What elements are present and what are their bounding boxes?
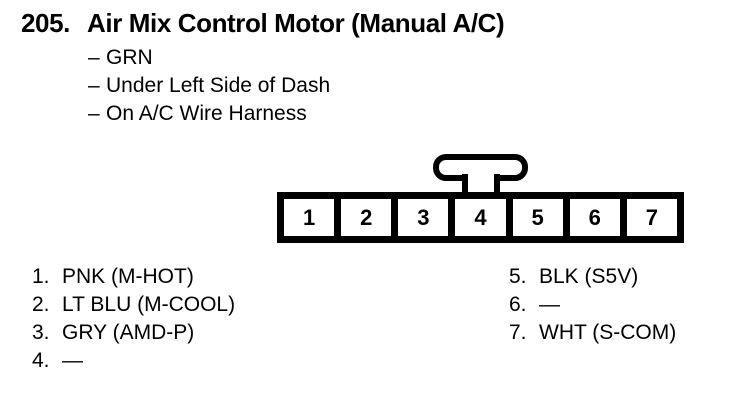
pin-number: 2.	[32, 293, 50, 316]
pin-cell-2: 2	[341, 199, 392, 236]
detail-text: GRN	[106, 46, 153, 69]
detail-line: – On A/C Wire Harness	[88, 100, 330, 128]
pin-label: PNK (M-HOT)	[62, 265, 194, 288]
dash-bullet: –	[88, 74, 100, 97]
pin-number: 6.	[509, 293, 527, 316]
connector-latch-stem	[462, 174, 500, 192]
location-details: – GRN – Under Left Side of Dash – On A/C…	[88, 44, 330, 128]
pin-number: 3.	[32, 321, 50, 344]
pinout-row: 4. —	[32, 347, 235, 375]
pin-number: 7.	[509, 321, 527, 344]
section-heading: 205. Air Mix Control Motor (Manual A/C)	[21, 8, 505, 39]
pin-cell-4: 4	[455, 199, 506, 236]
pinout-row: 5. BLK (S5V)	[509, 263, 676, 291]
pin-cell-3: 3	[398, 199, 449, 236]
pin-cell-5: 5	[512, 199, 563, 236]
detail-text: On A/C Wire Harness	[106, 102, 307, 125]
dash-bullet: –	[88, 102, 100, 125]
pin-label: —	[539, 293, 560, 316]
section-number: 205.	[21, 8, 71, 38]
pinout-row: 6. —	[509, 291, 676, 319]
pin-cell-6: 6	[569, 199, 620, 236]
pin-cell-7: 7	[626, 199, 677, 236]
pinout-right-column: 5. BLK (S5V) 6. — 7. WHT (S-COM)	[509, 263, 676, 347]
pin-label: BLK (S5V)	[539, 265, 639, 288]
pinout-row: 2. LT BLU (M-COOL)	[32, 291, 235, 319]
detail-line: – GRN	[88, 44, 330, 72]
pinout-row: 7. WHT (S-COM)	[509, 319, 676, 347]
detail-text: Under Left Side of Dash	[106, 74, 331, 97]
pin-number: 4.	[32, 349, 50, 372]
pin-number: 1.	[32, 265, 50, 288]
pin-label: WHT (S-COM)	[539, 321, 677, 344]
pin-label: LT BLU (M-COOL)	[62, 293, 236, 316]
detail-line: – Under Left Side of Dash	[88, 72, 330, 100]
pin-label: —	[62, 349, 83, 372]
pinout-row: 1. PNK (M-HOT)	[32, 263, 235, 291]
pin-number: 5.	[509, 265, 527, 288]
pinout-left-column: 1. PNK (M-HOT) 2. LT BLU (M-COOL) 3. GRY…	[32, 263, 235, 375]
pin-cell-1: 1	[284, 199, 335, 236]
connector-diagram: 1 2 3 4 5 6 7	[277, 192, 684, 243]
dash-bullet: –	[88, 46, 100, 69]
page-title: Air Mix Control Motor (Manual A/C)	[87, 8, 505, 38]
pin-label: GRY (AMD-P)	[62, 321, 195, 344]
pinout-row: 3. GRY (AMD-P)	[32, 319, 235, 347]
